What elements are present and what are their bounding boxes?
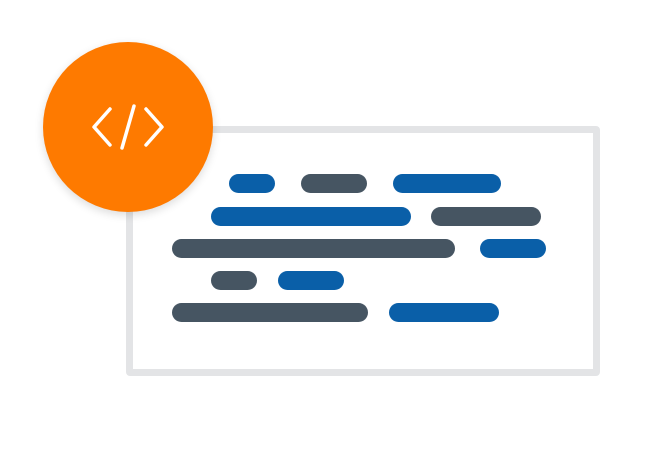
- code-brackets-icon: [92, 104, 164, 150]
- code-badge: [43, 42, 213, 212]
- code-token: [229, 174, 275, 193]
- code-token: [301, 174, 367, 193]
- code-token: [431, 207, 541, 226]
- code-token: [211, 271, 257, 290]
- code-token: [278, 271, 344, 290]
- code-token: [172, 303, 368, 322]
- code-token: [480, 239, 546, 258]
- code-token: [389, 303, 499, 322]
- code-token: [393, 174, 501, 193]
- code-token: [172, 239, 455, 258]
- code-window: [126, 126, 600, 376]
- code-token: [211, 207, 411, 226]
